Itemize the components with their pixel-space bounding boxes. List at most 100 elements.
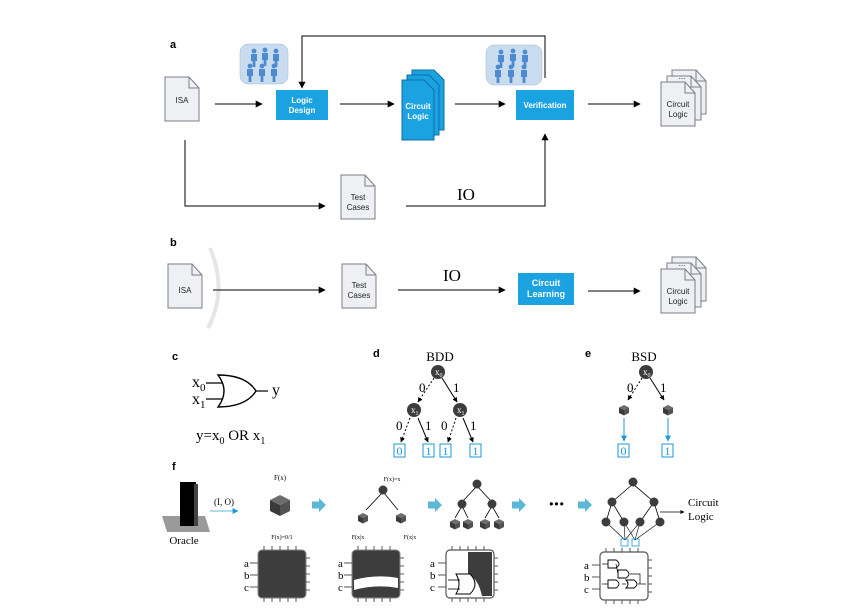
svg-text:1: 1 [665, 444, 671, 458]
svg-text:Logic: Logic [407, 112, 429, 121]
chip4-pin-b: b [584, 572, 590, 584]
chip-final-icon [592, 548, 652, 604]
svg-text:Circuit: Circuit [532, 278, 561, 288]
testcases-document-icon: Test Cases [340, 174, 376, 220]
svg-text:Verification: Verification [523, 101, 566, 110]
svg-text:ISA: ISA [179, 286, 193, 295]
bdd-diagram: x0 x1 x1 0 1 0 1 0 1 0 1 1 1 [393, 365, 482, 458]
or-gate-icon [206, 374, 268, 408]
input-x0-label: x0 [192, 374, 206, 394]
svg-text:1: 1 [660, 380, 667, 395]
output-y-label: y [272, 382, 280, 399]
svg-text:1: 1 [443, 444, 449, 458]
svg-text:Design: Design [289, 106, 316, 115]
chip2-pin-a: a [338, 558, 343, 570]
io-label-a: IO [457, 185, 475, 204]
decomposition-tree-final [601, 477, 665, 547]
step-arrow-2 [428, 498, 442, 512]
verifier-people-icon [485, 44, 543, 86]
input-x1-label: x1 [192, 391, 206, 411]
svg-text:Logic: Logic [668, 297, 687, 306]
chip4-pin-c: c [584, 584, 589, 596]
decomposition-tree-1 [358, 485, 406, 524]
fx-cube-icon [270, 495, 290, 516]
svg-text:1: 1 [470, 418, 477, 433]
fx01-label: F(x)=0/1 [271, 534, 292, 541]
arrow-testcases-to-verification [406, 133, 549, 207]
panel-label-c: c [172, 351, 178, 363]
bdd-title: BDD [426, 349, 453, 364]
or-equation: y=x0 OR x1 [196, 428, 265, 447]
svg-text:Learning: Learning [527, 289, 565, 299]
io-pair-label: (I, O) [214, 497, 234, 507]
chip1-pin-a: a [244, 558, 249, 570]
chip-1-icon [250, 546, 310, 602]
svg-text:Logic: Logic [291, 96, 313, 105]
isa-document-icon-b: ISA [167, 263, 203, 309]
cond-left-label: F(x|x [352, 534, 365, 541]
isa-label: ISA [176, 96, 190, 105]
svg-text:Cases: Cases [347, 203, 370, 212]
step-arrow-3 [512, 498, 526, 512]
fx-label: F(x) [274, 474, 287, 482]
chip3-pin-a: a [430, 558, 435, 570]
panel-label-d: d [373, 348, 380, 360]
circuit-logic-label-line1: Circuit [688, 497, 719, 509]
arrow-isa-to-testcases [184, 140, 326, 210]
svg-text:...: ... [679, 72, 686, 81]
circuit-logic-stack-icon: Circuit Logic [401, 69, 445, 141]
chip2-pin-b: b [338, 570, 344, 582]
chip-2-icon [344, 546, 404, 602]
svg-text:Cases: Cases [348, 291, 371, 300]
svg-text:Logic: Logic [668, 110, 687, 119]
svg-text:Circuit: Circuit [667, 287, 690, 296]
svg-text:0: 0 [627, 380, 634, 395]
panel-label-e: e [585, 348, 591, 360]
svg-text:Test: Test [352, 281, 367, 290]
svg-text:1: 1 [473, 444, 479, 458]
svg-text:1: 1 [425, 418, 432, 433]
svg-text:Test: Test [351, 193, 366, 202]
verification-box: Verification [516, 90, 574, 120]
output-circuit-logic-stack-icon-b: ... Circuit Logic [660, 256, 707, 314]
chip3-pin-c: c [430, 582, 435, 594]
chip1-pin-c: c [244, 582, 249, 594]
bsd-diagram: x0 0 1 0 1 [617, 365, 674, 458]
chip1-pin-b: b [244, 570, 250, 582]
panel-label-f: f [172, 461, 176, 473]
svg-text:...: ... [679, 259, 686, 268]
output-circuit-logic-stack-icon: ... Circuit Logic [660, 69, 707, 127]
chip3-pin-b: b [430, 570, 436, 582]
io-label-b: IO [443, 266, 461, 285]
svg-text:Circuit: Circuit [667, 100, 690, 109]
chip4-pin-a: a [584, 560, 589, 572]
decorative-shadow [206, 247, 221, 329]
step-arrow-1 [312, 498, 326, 512]
expansion-label: F(x)=x [384, 476, 401, 483]
isa-document-icon: ISA [164, 76, 200, 122]
cond-right-label: F(x|x [404, 534, 417, 541]
panel-label-b: b [170, 237, 177, 249]
bdd-root-label: x0 [435, 367, 443, 379]
bdd-right-label: x1 [457, 405, 465, 417]
decomposition-tree-2 [450, 479, 504, 530]
bsd-root-label: x0 [643, 367, 651, 379]
svg-text:1: 1 [453, 380, 460, 395]
testcases-document-icon-b: Test Cases [341, 263, 377, 309]
designer-people-icon [239, 43, 289, 85]
svg-text:0: 0 [419, 380, 426, 395]
oracle-label: Oracle [169, 535, 198, 547]
chip2-pin-c: c [338, 582, 343, 594]
svg-text:0: 0 [396, 418, 403, 433]
feedback-arrow [298, 35, 546, 89]
svg-text:0: 0 [397, 444, 403, 458]
svg-text:1: 1 [426, 444, 432, 458]
panel-label-a: a [170, 39, 177, 51]
circuit-logic-label-line2: Logic [688, 511, 714, 523]
step-arrow-4 [578, 498, 592, 512]
circuit-learning-box: Circuit Learning [518, 273, 574, 305]
svg-text:0: 0 [441, 418, 448, 433]
oracle-icon [162, 482, 210, 532]
logic-design-box: Logic Design [276, 90, 328, 120]
